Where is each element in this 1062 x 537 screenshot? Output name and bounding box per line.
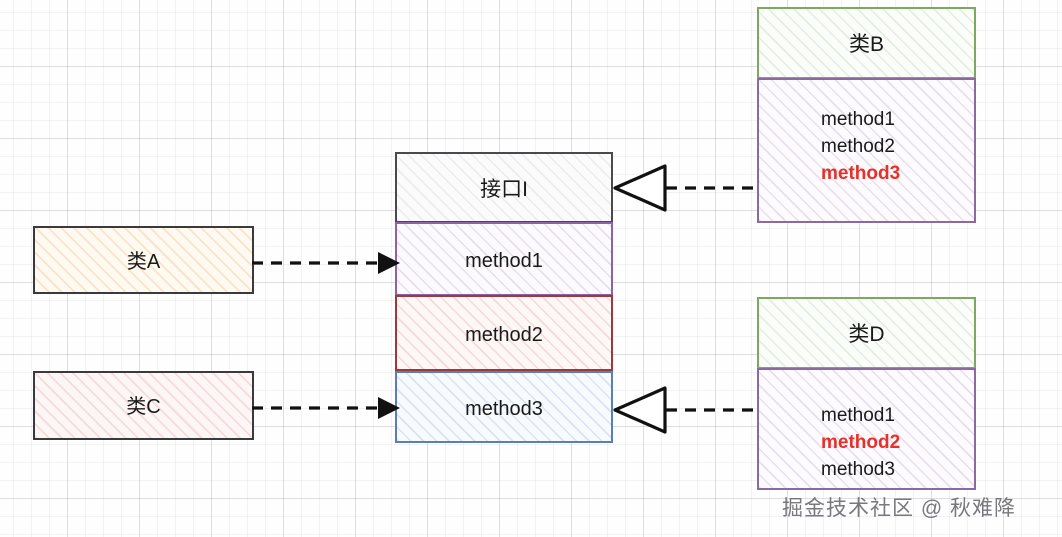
interface-method1-label: method1 [465, 250, 543, 272]
hatch-fill [759, 9, 974, 77]
hatch-fill [759, 370, 974, 488]
interface-section-method1[interactable]: method1 [395, 222, 613, 296]
hatch-fill [397, 154, 611, 221]
hatch-fill [759, 80, 974, 221]
class-c-label: 类C [126, 396, 161, 418]
connector-class-d-realizes-method3 [613, 386, 760, 434]
arrowhead-filled-icon [378, 397, 400, 419]
class-d-method-3: method3 [821, 459, 895, 480]
class-b-method-3: method3 [821, 163, 901, 184]
interface-name-label: 接口I [480, 178, 528, 201]
class-box-c[interactable]: 类C [33, 371, 254, 440]
class-b-label: 类B [848, 33, 884, 56]
method-list: method1 method2 method3 [759, 80, 974, 187]
interface-header-box[interactable]: 接口I [395, 152, 613, 223]
interface-method2-label: method2 [465, 324, 543, 346]
hatch-fill [35, 228, 252, 292]
connector-class-b-realizes-interface [613, 164, 760, 212]
class-d-header[interactable]: 类D [757, 297, 976, 369]
class-d-method-2: method2 [821, 432, 901, 453]
hollow-triangle-icon [613, 386, 667, 434]
class-d-method-1: method1 [821, 405, 895, 426]
class-box-a[interactable]: 类A [33, 226, 254, 294]
hollow-triangle-icon [613, 164, 667, 212]
hatch-fill [397, 373, 611, 441]
hatch-fill [397, 297, 611, 369]
method-list: method1 method2 method3 [759, 370, 974, 483]
connector-class-a-to-method1 [252, 252, 400, 274]
arrowhead-filled-icon [378, 252, 400, 274]
class-d-method-list[interactable]: method1 method2 method3 [757, 368, 976, 490]
connector-class-c-to-method3 [252, 397, 400, 419]
class-b-header[interactable]: 类B [757, 7, 976, 79]
class-d-label: 类D [848, 323, 885, 346]
class-b-method-2: method2 [821, 136, 895, 157]
hatch-fill [35, 373, 252, 438]
interface-method3-label: method3 [465, 398, 543, 420]
interface-section-method3[interactable]: method3 [395, 371, 613, 443]
hatch-fill [759, 299, 974, 367]
interface-section-method2[interactable]: method2 [395, 295, 613, 371]
class-b-method-1: method1 [821, 109, 895, 130]
class-a-label: 类A [126, 251, 161, 273]
watermark-text: 掘金技术社区 @ 秋难降 [782, 497, 1016, 520]
hatch-fill [397, 224, 611, 294]
class-b-method-list[interactable]: method1 method2 method3 [757, 78, 976, 223]
